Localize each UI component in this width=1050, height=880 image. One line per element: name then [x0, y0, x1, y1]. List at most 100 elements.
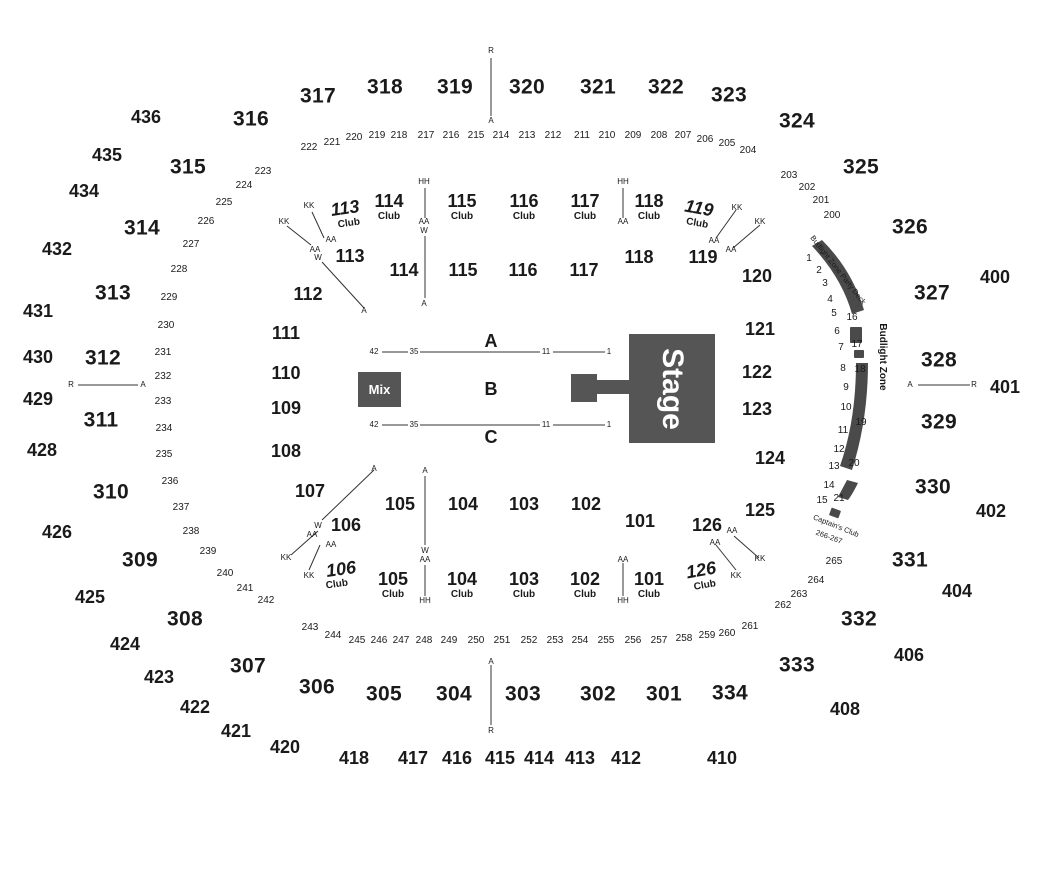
section-121[interactable]: 121 — [744, 319, 776, 339]
section-256[interactable]: 256 — [624, 635, 642, 646]
section-228[interactable]: 228 — [170, 264, 188, 275]
section-122[interactable]: 122 — [741, 362, 773, 382]
section-317[interactable]: 317 — [300, 84, 336, 108]
section-304[interactable]: 304 — [436, 682, 472, 706]
section-250[interactable]: 250 — [467, 635, 485, 646]
section-223[interactable]: 223 — [254, 166, 272, 177]
section-101[interactable]: 101 — [624, 511, 656, 531]
section-418[interactable]: 418 — [338, 748, 370, 768]
section-113[interactable]: 113 — [335, 246, 365, 266]
section-310[interactable]: 310 — [93, 480, 129, 504]
section-244[interactable]: 244 — [324, 630, 342, 641]
section-239[interactable]: 239 — [199, 546, 217, 557]
section-327[interactable]: 327 — [914, 281, 950, 305]
section-118[interactable]: 118 — [624, 247, 654, 267]
section-333[interactable]: 333 — [779, 653, 815, 677]
section-210[interactable]: 210 — [598, 130, 616, 141]
section-259[interactable]: 259 — [698, 630, 716, 641]
section-423[interactable]: 423 — [143, 667, 175, 687]
section-203[interactable]: 203 — [780, 170, 798, 181]
section-201[interactable]: 201 — [812, 195, 830, 206]
budlight-row-1[interactable]: 1 — [806, 253, 812, 264]
section-231[interactable]: 231 — [154, 347, 172, 358]
club-section-114[interactable]: 114 — [374, 191, 404, 211]
floor-row-a[interactable]: A — [484, 331, 498, 351]
club-section-101[interactable]: 101 — [633, 569, 665, 589]
section-316[interactable]: 316 — [233, 107, 269, 131]
budlight-row-2[interactable]: 2 — [816, 265, 822, 276]
section-221[interactable]: 221 — [323, 137, 341, 148]
section-218[interactable]: 218 — [390, 130, 408, 141]
section-320[interactable]: 320 — [509, 75, 545, 99]
budlight-row-18[interactable]: 18 — [854, 364, 866, 375]
section-119[interactable]: 119 — [688, 247, 718, 267]
section-235[interactable]: 235 — [155, 449, 173, 460]
budlight-row-17[interactable]: 17 — [851, 339, 863, 350]
section-313[interactable]: 313 — [95, 281, 131, 305]
section-207[interactable]: 207 — [674, 130, 692, 141]
section-308[interactable]: 308 — [167, 607, 203, 631]
section-402[interactable]: 402 — [975, 501, 1007, 521]
section-252[interactable]: 252 — [520, 635, 538, 646]
section-236[interactable]: 236 — [161, 476, 179, 487]
budlight-row-3[interactable]: 3 — [822, 278, 828, 289]
section-246[interactable]: 246 — [370, 635, 388, 646]
section-412[interactable]: 412 — [610, 748, 642, 768]
section-325[interactable]: 325 — [843, 155, 879, 179]
budlight-row-19[interactable]: 19 — [855, 417, 867, 428]
section-107[interactable]: 107 — [294, 481, 326, 501]
section-301[interactable]: 301 — [646, 682, 682, 706]
club-section-106[interactable]: 106 — [324, 557, 358, 581]
section-202[interactable]: 202 — [798, 182, 816, 193]
budlight-row-16[interactable]: 16 — [846, 312, 858, 323]
club-section-113[interactable]: 113 — [329, 196, 361, 220]
section-416[interactable]: 416 — [441, 748, 473, 768]
section-241[interactable]: 241 — [236, 583, 254, 594]
section-112[interactable]: 112 — [293, 284, 323, 304]
section-406[interactable]: 406 — [893, 645, 925, 665]
section-430[interactable]: 430 — [22, 347, 54, 367]
section-428[interactable]: 428 — [26, 440, 58, 460]
section-400[interactable]: 400 — [979, 267, 1011, 287]
section-109[interactable]: 109 — [270, 398, 302, 418]
section-263[interactable]: 263 — [790, 589, 808, 600]
section-245[interactable]: 245 — [348, 635, 366, 646]
section-216[interactable]: 216 — [442, 130, 460, 141]
section-120[interactable]: 120 — [741, 266, 773, 286]
section-306[interactable]: 306 — [299, 675, 335, 699]
section-421[interactable]: 421 — [220, 721, 252, 741]
club-section-102[interactable]: 102 — [569, 569, 601, 589]
section-303[interactable]: 303 — [505, 682, 541, 706]
section-415[interactable]: 415 — [484, 748, 516, 768]
club-section-105[interactable]: 105 — [377, 569, 409, 589]
budlight-row-15[interactable]: 15 — [816, 495, 828, 506]
budlight-row-20[interactable]: 20 — [848, 458, 860, 469]
budlight-row-6[interactable]: 6 — [834, 326, 840, 337]
section-260[interactable]: 260 — [718, 628, 736, 639]
section-124[interactable]: 124 — [754, 448, 786, 468]
section-420[interactable]: 420 — [269, 737, 301, 757]
club-section-115[interactable]: 115 — [447, 191, 477, 211]
section-404[interactable]: 404 — [941, 581, 973, 601]
section-213[interactable]: 213 — [518, 130, 536, 141]
budlight-row-8[interactable]: 8 — [840, 363, 846, 374]
section-322[interactable]: 322 — [648, 75, 684, 99]
section-318[interactable]: 318 — [367, 75, 403, 99]
section-311[interactable]: 311 — [83, 408, 119, 432]
section-408[interactable]: 408 — [829, 699, 861, 719]
club-section-116[interactable]: 116 — [509, 191, 539, 211]
section-424[interactable]: 424 — [109, 634, 141, 654]
section-334[interactable]: 334 — [712, 681, 748, 705]
section-249[interactable]: 249 — [440, 635, 458, 646]
section-205[interactable]: 205 — [718, 138, 736, 149]
section-251[interactable]: 251 — [493, 635, 511, 646]
section-422[interactable]: 422 — [179, 697, 211, 717]
section-331[interactable]: 331 — [892, 548, 928, 572]
section-261[interactable]: 261 — [741, 621, 759, 632]
budlight-row-13[interactable]: 13 — [828, 461, 840, 472]
section-429[interactable]: 429 — [22, 389, 54, 409]
section-262[interactable]: 262 — [774, 600, 792, 611]
section-431[interactable]: 431 — [22, 301, 54, 321]
section-212[interactable]: 212 — [544, 130, 562, 141]
section-324[interactable]: 324 — [779, 109, 815, 133]
